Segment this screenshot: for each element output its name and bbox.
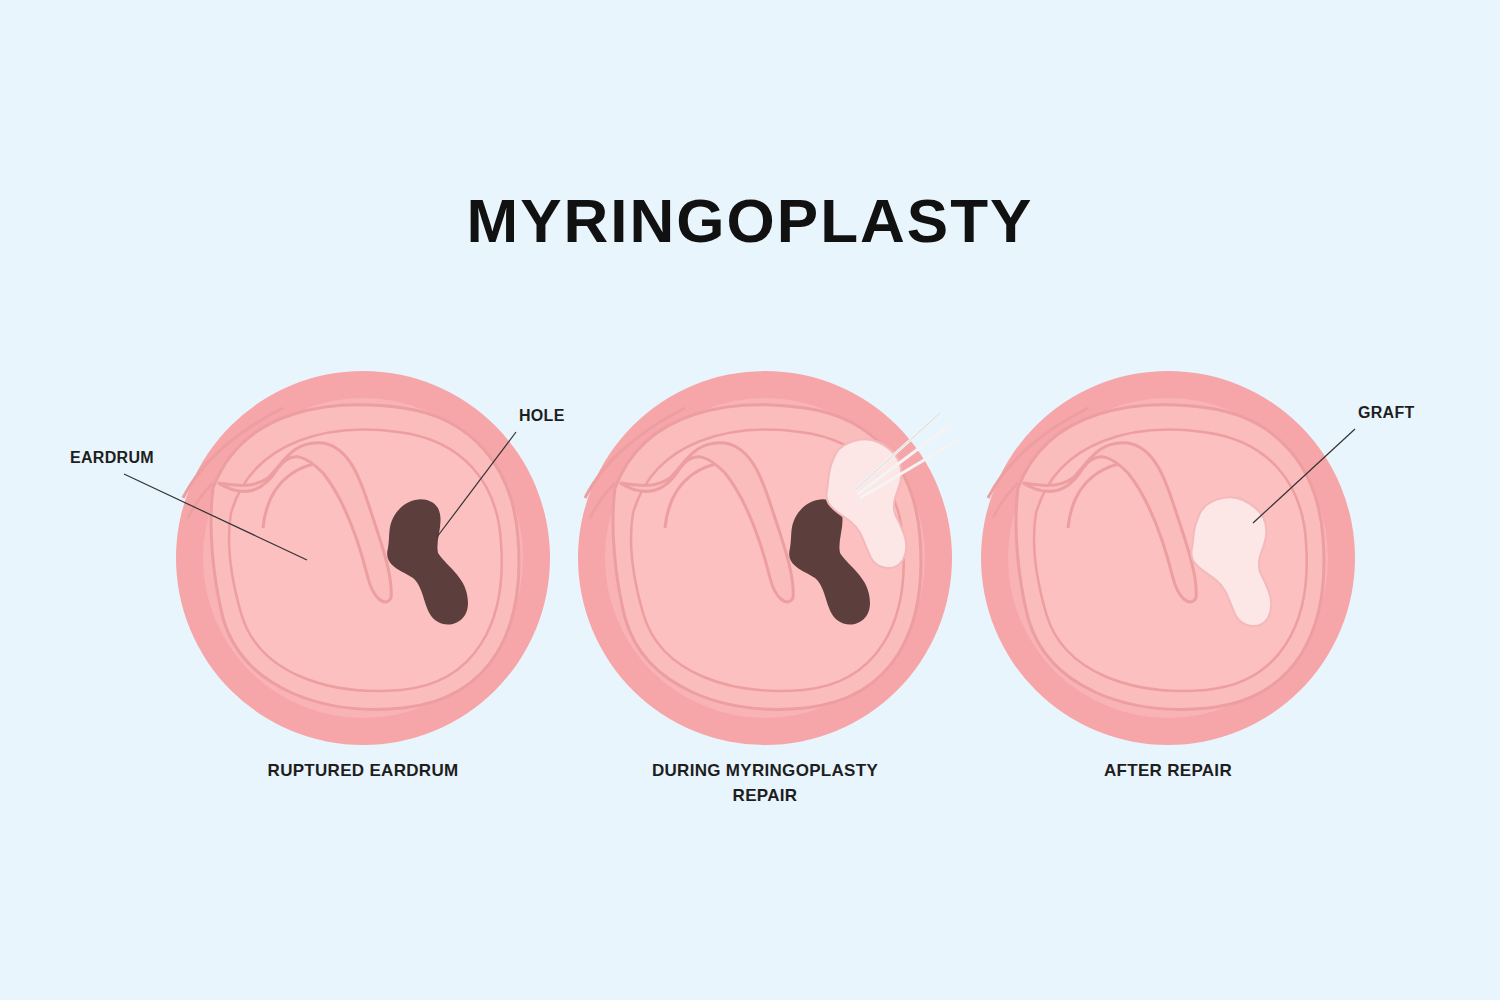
forceps [855,413,958,498]
part-label: EARDRUM [70,449,154,467]
caption: AFTER REPAIR [1018,758,1318,783]
part-label: GRAFT [1358,404,1415,422]
caption: RUPTURED EARDRUM [213,758,513,783]
graft [826,439,906,568]
caption: DURING MYRINGOPLASTY REPAIR [630,758,900,808]
title: MYRINGOPLASTY [467,185,1034,256]
leader-lines [124,429,1355,560]
part-label: HOLE [519,407,565,425]
